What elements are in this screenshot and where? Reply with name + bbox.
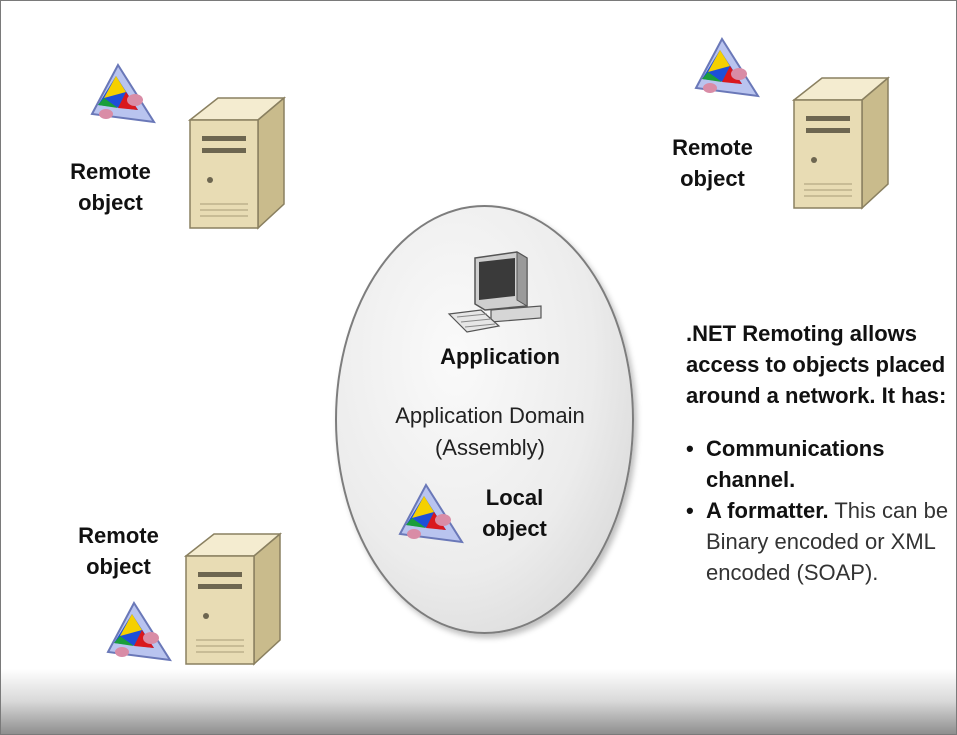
remote-object-label: Remote object xyxy=(78,523,159,579)
bullet-icon: • xyxy=(686,436,694,461)
object-icon xyxy=(106,601,172,662)
list-item: • A formatter. This can be Binary encode… xyxy=(686,495,951,588)
list-item: • Communications channel. xyxy=(686,433,951,495)
server-icon xyxy=(188,96,287,230)
bullet-bold-text: A formatter. xyxy=(706,498,829,523)
object-icon xyxy=(694,37,760,98)
info-heading: .NET Remoting allows access to objects p… xyxy=(686,321,947,408)
remote-object-label: Remote object xyxy=(70,159,151,215)
bullet-bold-text: Communications channel. xyxy=(706,436,885,492)
server-icon xyxy=(792,76,891,210)
server-icon xyxy=(184,532,283,666)
bullet-icon: • xyxy=(686,498,694,523)
info-panel: .NET Remoting allows access to objects p… xyxy=(686,318,951,588)
feature-list: • Communications channel. • A formatter.… xyxy=(686,433,951,588)
application-label: Application xyxy=(440,344,560,369)
local-object-label: Local object xyxy=(482,485,547,541)
assembly-label: (Assembly) xyxy=(434,435,545,460)
remote-object-label: Remote object xyxy=(672,135,753,191)
bullet-rest-text: This can be Binary encoded or XML encode… xyxy=(706,498,949,585)
application-domain-label: Application Domain xyxy=(395,403,585,428)
object-icon xyxy=(398,483,464,544)
computer-icon xyxy=(447,251,542,333)
object-icon xyxy=(90,63,156,124)
